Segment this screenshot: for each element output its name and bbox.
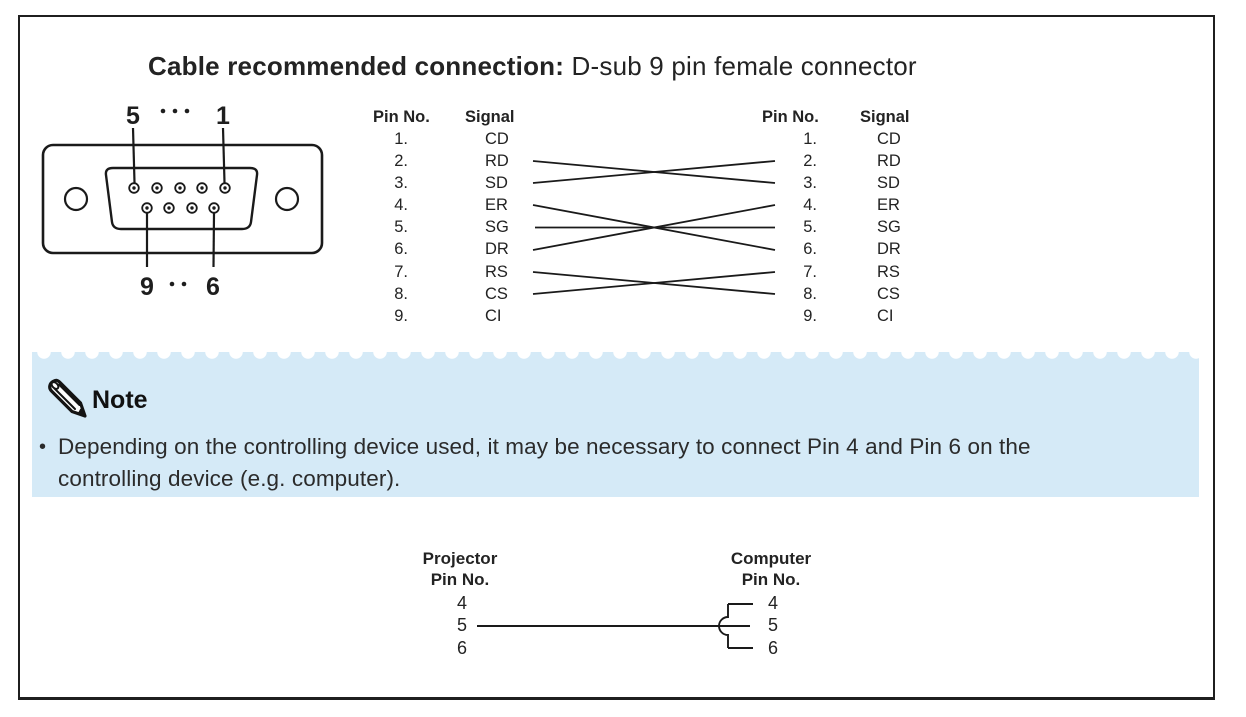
pin-signal: SG [485, 218, 509, 237]
pin-signal: ER [877, 196, 900, 215]
pin-number: 6. [803, 240, 817, 259]
computer-pin: 4 [767, 593, 778, 613]
pin-leader-lines [131, 127, 226, 268]
pin-signal: RD [485, 152, 509, 171]
pin-signal: RS [485, 262, 508, 281]
page-title-bold: Cable recommended connection: [148, 51, 565, 81]
note-body: • Depending on the controlling device us… [39, 431, 1179, 495]
page-title-regular: D-sub 9 pin female connector [564, 51, 917, 81]
signal-header: Signal [465, 108, 515, 126]
signal-header: Signal [860, 108, 910, 126]
pin-row: 3. SD [365, 172, 575, 194]
note-heading: Note [92, 386, 148, 414]
computer-pin-header: Computer Pin No. [730, 549, 812, 589]
crossover-wires-diagram [532, 160, 776, 295]
pin-row-bottom [141, 202, 220, 214]
computer-pin: 6 [767, 637, 778, 658]
pin-label-1: 1 [216, 102, 230, 130]
pin-number: 5. [803, 218, 817, 237]
pin-row: 3. SD [757, 172, 967, 194]
mounting-hole-left [63, 186, 89, 212]
bracket-vertical-with-hop [718, 604, 729, 648]
pin-number: 1. [394, 130, 408, 148]
pin-number: 7. [803, 262, 817, 281]
pin-number: 3. [394, 174, 408, 193]
wire-3-to-2 [532, 160, 776, 184]
note-text: Depending on the controlling device used… [58, 431, 1031, 495]
pin-row: 1. CD [365, 128, 575, 150]
pin-number: 6. [394, 240, 408, 259]
pin-row: 6. DR [757, 238, 967, 260]
connector-outer-shell [41, 143, 324, 255]
pin-number: 9. [394, 306, 408, 325]
pin-row: 1. CD [757, 128, 967, 150]
pin-signal: CS [485, 284, 508, 303]
mounting-hole-right [274, 186, 300, 212]
pin-label-9: 9 [140, 273, 154, 301]
pin-no-header: Pin No. [762, 108, 819, 126]
pin-label-6: 6 [206, 273, 220, 301]
pin-signal: CD [877, 130, 901, 148]
projector-pin-header: Projector Pin No. [422, 549, 498, 589]
pin-row: 4. ER [757, 194, 967, 216]
pin-row: 5. SG [365, 216, 575, 238]
pin-signal: CI [877, 306, 894, 325]
pin-signal: RS [877, 262, 900, 281]
pin-signal: SD [877, 174, 900, 193]
pin-row: 8. CS [757, 283, 967, 305]
pin-row-top [128, 182, 231, 194]
pin-signal: DR [485, 240, 509, 259]
pin-no-header: Pin No. [373, 108, 430, 126]
pin-signal: CS [877, 284, 900, 303]
wire-8-to-7 [532, 271, 776, 295]
pin-signal: SD [485, 174, 508, 193]
pin-number: 2. [394, 152, 408, 171]
wire-6-to-4 [532, 204, 776, 251]
pin-signal: ER [485, 196, 508, 215]
pin-row: 5. SG [757, 216, 967, 238]
pin-row: 7. RS [365, 261, 575, 283]
projector-pin: 5 [456, 615, 467, 636]
pin-number: 2. [803, 152, 817, 171]
pencil-icon [48, 378, 87, 418]
pin-number: 4. [803, 196, 817, 215]
pin-signal: RD [877, 152, 901, 171]
pin-row: 9. CI [365, 305, 575, 327]
pin-number: 9. [803, 306, 817, 325]
pin-number: 4. [394, 196, 408, 215]
computer-pin: 5 [767, 615, 778, 636]
note-bullet: • [39, 436, 47, 458]
pin-row: 8. CS [365, 283, 575, 305]
pin-signal: CD [485, 130, 509, 148]
pin-signal: SG [877, 218, 901, 237]
pin-ellipsis-dots [160, 108, 190, 287]
pin-number: 8. [803, 284, 817, 303]
pin-row: 2. RD [757, 150, 967, 172]
note-box: Note • Depending on the controlling devi… [32, 352, 1199, 497]
pin-bracket-diagram [477, 603, 753, 649]
pin-number: 5. [394, 218, 408, 237]
pin-row: 9. CI [757, 305, 967, 327]
pin-row: 2. RD [365, 150, 575, 172]
pin-signal: DR [877, 240, 901, 259]
pin-row: 4. ER [365, 194, 575, 216]
d-sub-connector-diagram: 5 1 9 6 [41, 102, 324, 301]
page-title: Cable recommended connection: D-sub 9 pi… [148, 51, 917, 81]
projector-pin: 6 [456, 637, 467, 658]
pin-signal: CI [485, 306, 502, 325]
pin-number: 7. [394, 262, 408, 281]
pin-row: 6. DR [365, 238, 575, 260]
pin-number: 1. [803, 130, 817, 148]
pin-row: 7. RS [757, 261, 967, 283]
note-text-line1: Depending on the controlling device used… [58, 434, 1031, 459]
projector-pin: 4 [456, 593, 467, 613]
pin-number: 3. [803, 174, 817, 193]
pin-label-5: 5 [126, 102, 140, 130]
connector-d-face [104, 166, 259, 231]
pin-number: 8. [394, 284, 408, 303]
note-text-line2: controlling device (e.g. computer). [58, 466, 401, 491]
